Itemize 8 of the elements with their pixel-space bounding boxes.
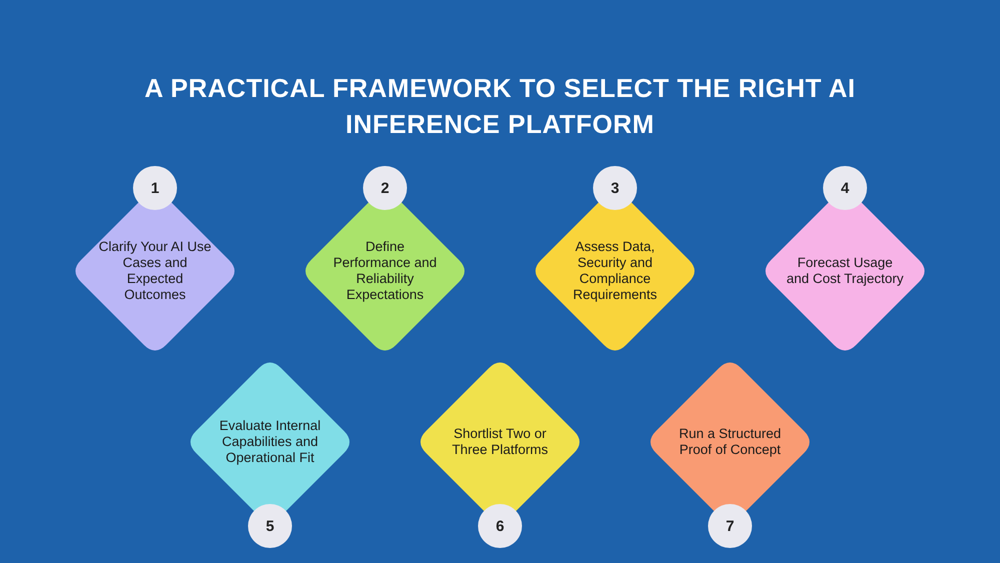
step-number-circle: 5 — [248, 504, 292, 548]
step-number-circle: 4 — [823, 166, 867, 210]
step-number-circle: 2 — [363, 166, 407, 210]
step-number-circle: 7 — [708, 504, 752, 548]
step-number-circle: 1 — [133, 166, 177, 210]
step-number-circle: 6 — [478, 504, 522, 548]
step-number-circle: 3 — [593, 166, 637, 210]
title: A PRACTICAL FRAMEWORK TO SELECT THE RIGHT AI INFERENCE PLATFORM — [144, 72, 856, 141]
